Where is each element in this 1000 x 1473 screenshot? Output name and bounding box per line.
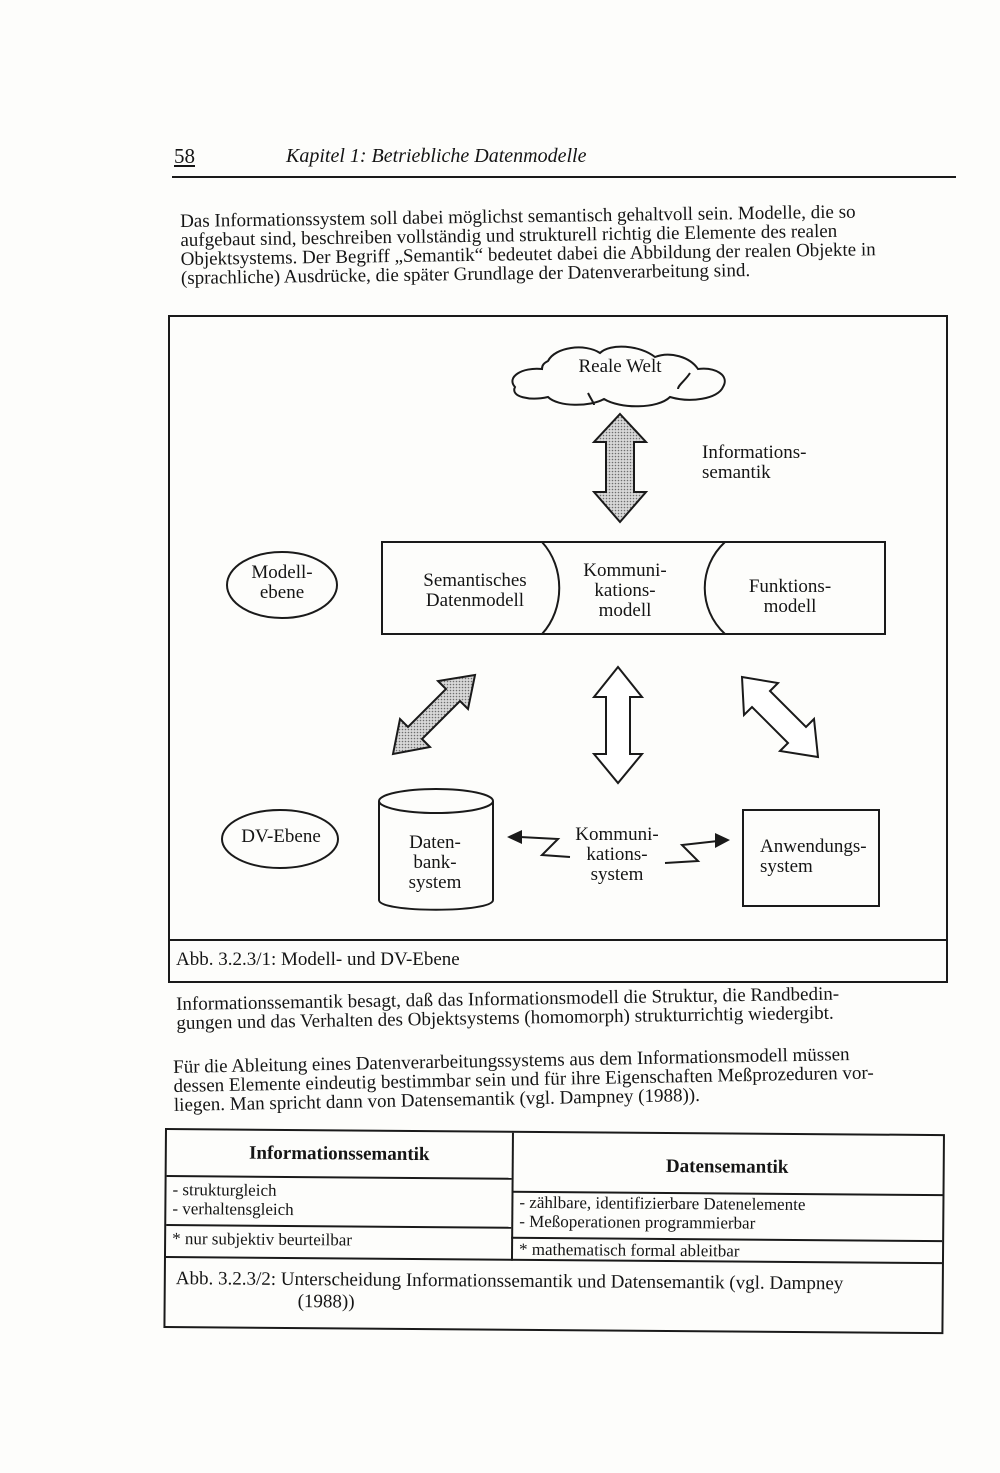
arrowhead-right (715, 833, 730, 848)
anwendungssystem-box (742, 809, 880, 907)
table-left-note: * nur subjektiv beurteilbar (172, 1229, 353, 1250)
arrow-kommunikation (591, 665, 645, 785)
kommunikationsmodell-label: Kommuni- kations- modell (583, 560, 667, 621)
header-rule (172, 176, 956, 178)
arrow-reale-welt-modell (591, 412, 649, 524)
figure-diagram (221, 345, 886, 911)
anwendungssystem-label: Anwendungs- system (760, 836, 867, 877)
cloud-label: Reale Welt (578, 356, 662, 377)
running-title: Kapitel 1: Betriebliche Datenmodelle (286, 145, 587, 167)
zigzag-right (664, 840, 719, 864)
table-right-rows: - zählbare, identifizierbare Datenelemen… (519, 1193, 939, 1234)
zigzag-left (519, 836, 571, 858)
modell-box (381, 541, 886, 635)
modell-ebene-label: Modell- ebene (251, 562, 313, 603)
table-right-note: * mathematisch formal ableitbar (518, 1239, 740, 1261)
datenbanksystem-label: Daten- bank- system (408, 832, 462, 893)
figure1-caption: Abb. 3.2.3/1: Modell- und DV-Ebene (176, 949, 460, 970)
semantik-comparison-table: Informationssemantik Datensemantik - str… (163, 1128, 945, 1335)
semantisches-datenmodell-label: Semantisches Datenmodell (423, 570, 527, 611)
info-semantik-label: Informations- semantik (702, 442, 807, 483)
table-note-rule-left (166, 1224, 512, 1229)
figure1-caption-row: Abb. 3.2.3/1: Modell- und DV-Ebene (170, 939, 946, 983)
dv-ebene-label: DV-Ebene (241, 826, 321, 847)
dv-ebene-ellipse (221, 809, 339, 869)
table-header-rule-left (166, 1175, 512, 1180)
figure-modell-dv-ebene: Reale Welt Informations- semantik Modell… (168, 315, 948, 983)
table-right-row: - Meßoperationen programmierbar (519, 1211, 756, 1233)
arrow-funktion-anwendung (740, 675, 820, 759)
database-cylinder (378, 788, 494, 911)
intro-paragraph: Das Informationssystem soll dabei möglic… (180, 201, 953, 289)
cloud-shape (511, 345, 726, 408)
table-header-informationssemantik: Informationssemantik (248, 1142, 430, 1166)
table-left-row: - strukturgleich (172, 1180, 277, 1200)
table-left-rows: - strukturgleich - verhaltensgleich (172, 1180, 502, 1221)
table-header-datensemantik: Datensemantik (665, 1155, 789, 1178)
modell-divider-left (541, 541, 561, 635)
ableitung-paragraph: Für die Ableitung eines Datenverarbeitun… (173, 1043, 950, 1116)
modell-divider-right (703, 541, 726, 635)
arrow-datenmodell-datenbank (391, 673, 477, 756)
semantik-paragraph: Informationssemantik besagt, daß das Inf… (176, 983, 949, 1034)
modell-ebene-ellipse (226, 551, 338, 619)
funktionsmodell-label: Funktions- modell (748, 576, 832, 617)
table-caption: Abb. 3.2.3/2: Unterscheidung Information… (176, 1268, 844, 1317)
table-left-row: - verhaltensgleich (172, 1199, 294, 1220)
arrowhead-left (507, 830, 522, 844)
page-number: 58 (174, 144, 195, 168)
kommunikationssystem-label: Kommuni- kations- system (575, 824, 659, 885)
